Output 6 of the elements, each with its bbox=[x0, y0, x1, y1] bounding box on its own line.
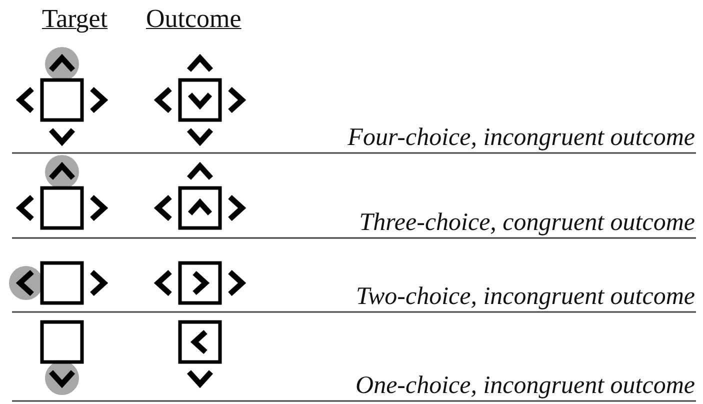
column-heading: Target bbox=[42, 6, 108, 32]
condition-caption: Three-choice, congruent outcome bbox=[359, 210, 695, 235]
condition-caption: One-choice, incongruent outcome bbox=[356, 373, 695, 398]
condition-caption: Four-choice, incongruent outcome bbox=[348, 125, 695, 150]
condition-caption: Two-choice, incongruent outcome bbox=[356, 284, 695, 309]
column-heading: Outcome bbox=[146, 6, 242, 32]
